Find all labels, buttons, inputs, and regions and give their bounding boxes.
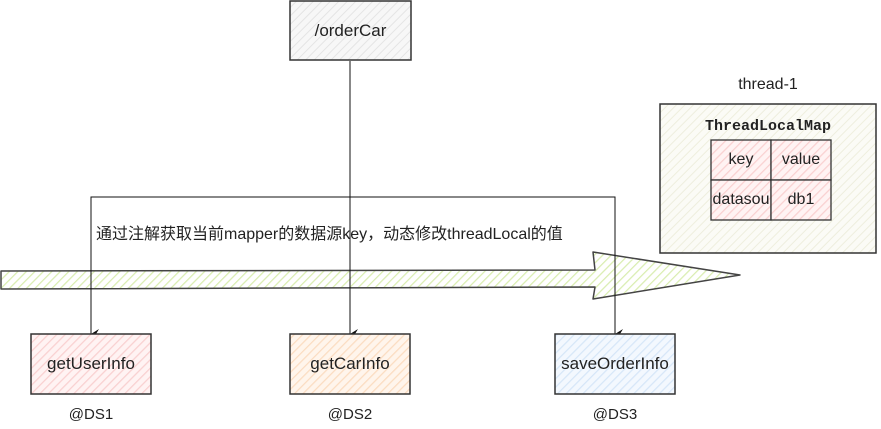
entry-label: /orderCar bbox=[314, 20, 387, 40]
thread-box bbox=[659, 103, 877, 254]
table-cell-value: db1 bbox=[787, 191, 815, 208]
flow-arrow bbox=[0, 251, 741, 300]
datasource-label-ds1: @DS1 bbox=[68, 405, 114, 423]
method-box-getcarinfo bbox=[289, 333, 411, 395]
table-cell-key: datasou bbox=[712, 191, 770, 208]
entry-box bbox=[289, 0, 412, 61]
table-header-key: key bbox=[728, 151, 754, 168]
datasource-label-ds2: @DS2 bbox=[327, 405, 373, 423]
table-header-value: value bbox=[781, 151, 821, 168]
method-label-getcarinfo: getCarInfo bbox=[310, 354, 390, 373]
datasource-label-ds3: @DS3 bbox=[592, 405, 638, 423]
method-box-getuserinfo bbox=[30, 333, 152, 395]
method-label-saveorderinfo: saveOrderInfo bbox=[561, 354, 669, 373]
annotation-bracket bbox=[90, 196, 623, 339]
method-box-saveorderinfo bbox=[554, 333, 676, 395]
method-label-getuserinfo: getUserInfo bbox=[47, 354, 135, 373]
threadlocal-table bbox=[710, 139, 832, 221]
thread-title: thread-1 bbox=[738, 76, 798, 93]
threadlocalmap-title: ThreadLocalMap bbox=[704, 117, 832, 135]
annotation-text: 通过注解获取当前mapper的数据源key，动态修改threadLocal的值 bbox=[96, 226, 563, 243]
